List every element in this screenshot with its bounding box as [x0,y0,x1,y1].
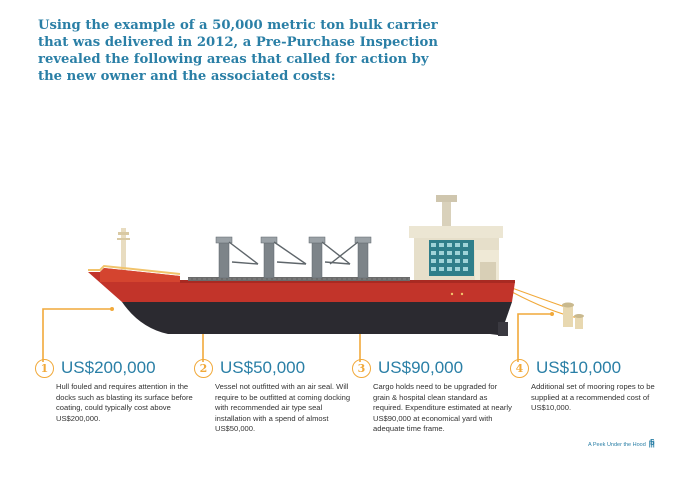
footer-text: A Peek Under the Hood [588,442,646,448]
cost-amount: US$50,000 [220,358,306,377]
crane-booms [228,241,359,265]
cost-description: Vessel not outfitted with an air seal. W… [215,382,351,433]
intro-heading: Using the example of a 50,000 metric ton… [38,18,438,84]
cost-amount: US$10,000 [536,358,622,377]
bow-mast [117,228,130,273]
callout-number: 2 [194,359,213,378]
callout-number: 4 [510,359,529,378]
cost-amount: US$200,000 [61,358,156,377]
superstructure [409,195,503,296]
callout-line-4 [517,313,552,362]
cost-description: Cargo holds need to be upgraded for grai… [373,382,512,433]
footer-running-title: A Peek Under the Hood||| [588,441,658,448]
bollards [562,302,584,329]
page-number: 5 [650,438,655,447]
hull-red [88,268,515,302]
callout-number: 1 [35,359,54,378]
cost-description: Hull fouled and requires attention in th… [56,382,193,423]
cranes [215,236,372,279]
cost-amount: US$90,000 [378,358,464,377]
footer-divider-icon: ||| [648,441,655,448]
callout-line-1 [42,308,112,362]
hull-dark [122,302,512,336]
cost-description: Additional set of mooring ropes to be su… [531,382,655,412]
callout-number: 3 [352,359,371,378]
